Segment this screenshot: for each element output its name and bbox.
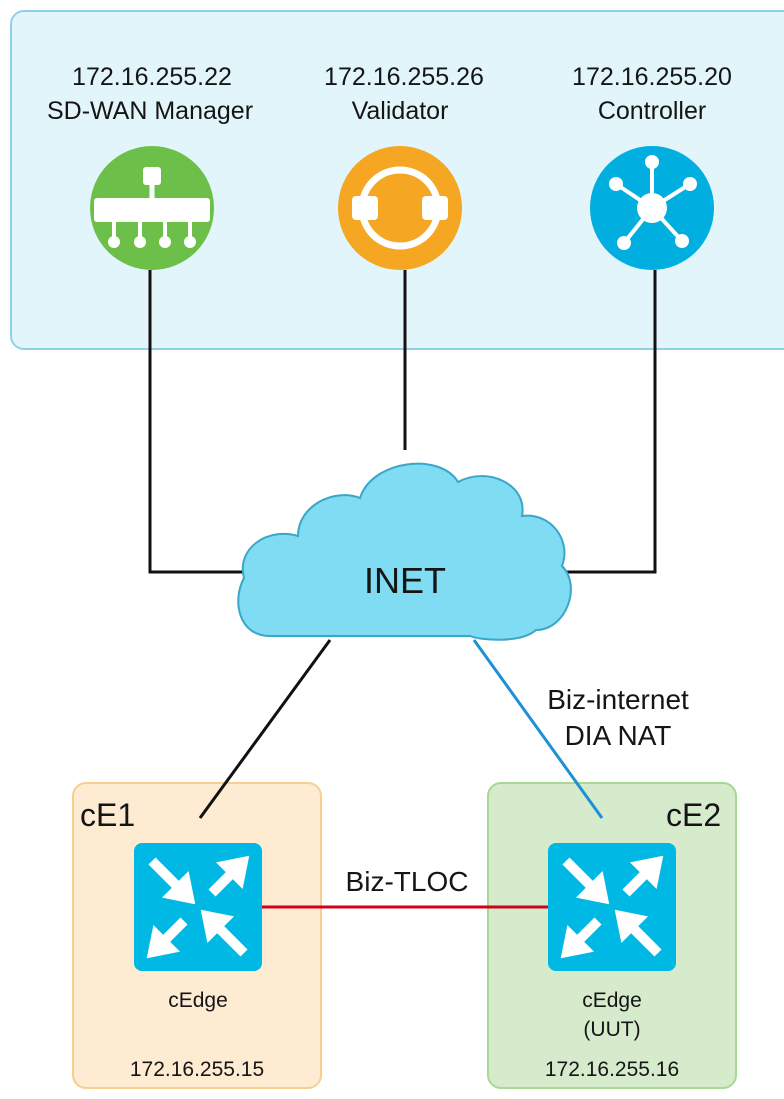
biz-internet-label: Biz-internet bbox=[547, 684, 689, 715]
manager-inet-link bbox=[148, 270, 250, 574]
validator-icon bbox=[338, 146, 462, 270]
manager-label: SD-WAN Manager bbox=[46, 97, 254, 125]
ce1-ip: 172.16.255.15 bbox=[129, 1058, 265, 1081]
dia-nat-label: DIA NAT bbox=[564, 720, 672, 751]
ce2-router-icon bbox=[548, 843, 676, 971]
validator-label: Validator bbox=[351, 97, 449, 125]
ce2-ip: 172.16.255.16 bbox=[544, 1058, 680, 1081]
ce1-router-icon bbox=[134, 843, 262, 971]
manager-ip: 172.16.255.22 bbox=[72, 63, 232, 91]
manager-icon bbox=[90, 146, 214, 270]
ce2-inet-link bbox=[472, 639, 604, 819]
ce1-device-label: cEdge bbox=[168, 989, 228, 1012]
validator-ip: 172.16.255.26 bbox=[324, 63, 484, 91]
ce1-inet-link bbox=[198, 639, 332, 819]
ce2-device-sub-label: (UUT) bbox=[583, 1018, 641, 1041]
inet-cloud-icon bbox=[237, 462, 572, 641]
ce1-site-tag: cE1 bbox=[80, 797, 136, 833]
controller-hub-icon bbox=[590, 146, 714, 270]
controller-label: Controller bbox=[597, 97, 707, 125]
biz-tloc-label: Biz-TLOC bbox=[345, 866, 469, 897]
controller-inet-link bbox=[550, 270, 657, 574]
controller-ip: 172.16.255.20 bbox=[572, 63, 732, 91]
ce2-site-tag: cE2 bbox=[666, 797, 722, 833]
inet-cloud-label: INET bbox=[363, 560, 447, 601]
ce2-device-label: cEdge bbox=[582, 989, 642, 1012]
